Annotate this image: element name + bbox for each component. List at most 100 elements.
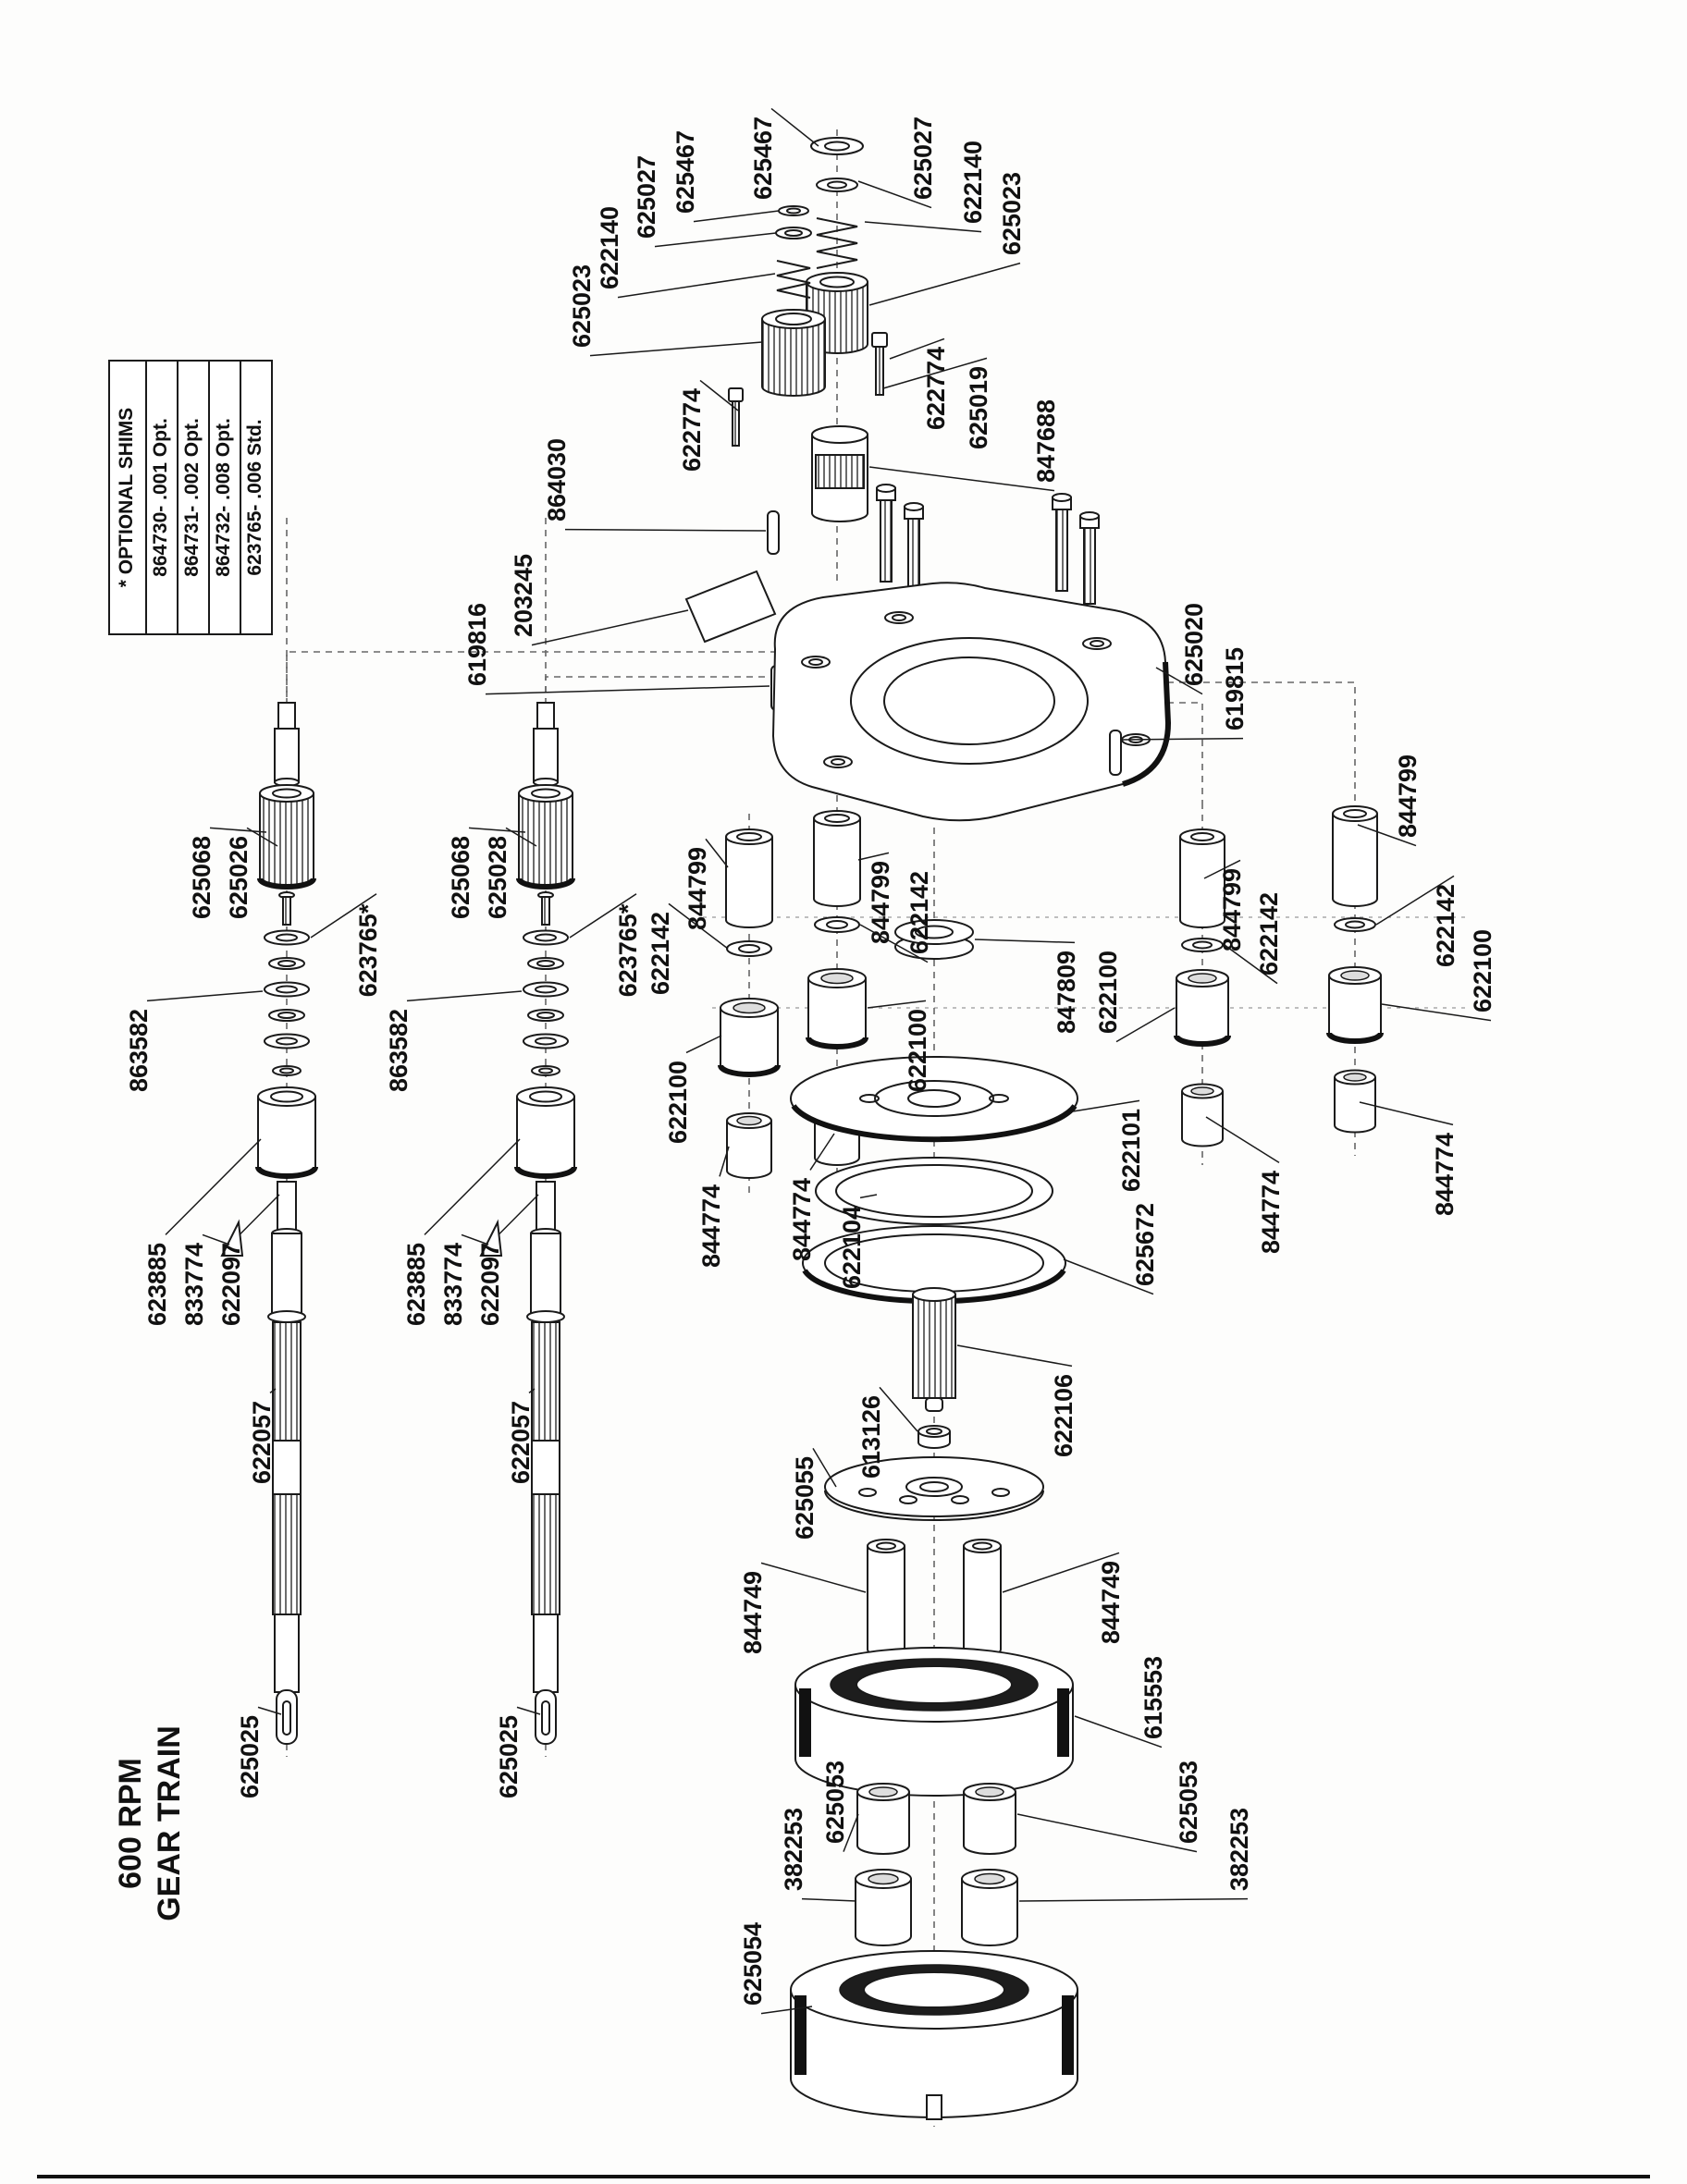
leader-line xyxy=(1122,737,1244,741)
part-pinion-left xyxy=(867,1539,905,1657)
leader-line xyxy=(528,1388,536,1394)
part-label-622142: 622142 xyxy=(1224,892,1283,985)
drawing-title: 600 RPM GEAR TRAIN xyxy=(113,1725,187,1921)
part-label-625467: 625467 xyxy=(749,107,819,200)
right-spacer-column-2 xyxy=(1326,782,1384,1156)
leader-line xyxy=(1074,1715,1163,1748)
part-label-622097: 622097 xyxy=(217,1194,280,1326)
part-number: 622097 xyxy=(476,1243,504,1326)
part-label-625020: 625020 xyxy=(1155,603,1208,695)
part-label-625019: 625019 xyxy=(882,357,992,449)
leader-line xyxy=(857,180,932,209)
part-label-625054: 625054 xyxy=(739,1922,813,2015)
leader-line xyxy=(146,990,264,1002)
part-number: 625467 xyxy=(749,117,777,200)
part-nut-left xyxy=(775,227,812,239)
leader-line xyxy=(209,827,267,833)
leader-line xyxy=(564,528,767,532)
part-number: 625028 xyxy=(484,836,511,919)
part-number: 622100 xyxy=(1469,929,1496,1012)
part-number: 625068 xyxy=(447,836,474,919)
part-number: 625053 xyxy=(1175,1761,1202,1844)
part-label-864030: 864030 xyxy=(543,438,767,532)
leader-line xyxy=(1072,1099,1140,1112)
leader-line xyxy=(165,1138,262,1235)
part-number: 622142 xyxy=(1255,892,1283,975)
part-number: 625467 xyxy=(671,130,699,214)
leader-line xyxy=(809,1133,835,1171)
part-number: 622101 xyxy=(1117,1109,1145,1192)
optional-shims-table: * OPTIONAL SHIMS 864730- .001 Opt. 86473… xyxy=(108,360,273,635)
leader-line xyxy=(1016,1813,1198,1853)
title-line-1: 600 RPM xyxy=(113,1758,148,1889)
part-label-844774: 844774 xyxy=(788,1133,835,1261)
part-label-844799: 844799 xyxy=(857,852,894,944)
leader-line xyxy=(1002,1552,1120,1593)
part-number: 382253 xyxy=(1225,1808,1253,1891)
leader-line xyxy=(859,1194,878,1199)
leader-line xyxy=(859,924,929,963)
part-label-844774: 844774 xyxy=(1205,1116,1285,1254)
part-number: 844774 xyxy=(697,1184,725,1268)
shaft-assembly-a xyxy=(220,518,318,1757)
shaft-assembly-b xyxy=(481,518,574,1757)
part-label-619815: 619815 xyxy=(1122,647,1249,741)
part-number: 625019 xyxy=(965,366,992,449)
part-number: 844799 xyxy=(683,847,711,930)
leader-line xyxy=(1155,667,1203,695)
part-number: 847688 xyxy=(1032,399,1060,483)
leader-line xyxy=(770,107,819,147)
part-pinion-right xyxy=(963,1539,1002,1657)
right-spacer-column-1 xyxy=(1174,803,1231,1165)
part-number: 625023 xyxy=(998,172,1026,255)
leader-line xyxy=(1018,1897,1249,1902)
part-label-622106: 622106 xyxy=(956,1344,1077,1457)
part-washer xyxy=(1334,917,1376,932)
part-label-844799: 844799 xyxy=(1357,755,1422,847)
part-label-623885: 623885 xyxy=(143,1138,262,1326)
shim-table-row: 864731- .002 Opt. xyxy=(181,418,203,577)
part-shim-washer-stack xyxy=(264,929,310,1076)
part-label-622100: 622100 xyxy=(1094,951,1176,1043)
part-label-625028: 625028 xyxy=(484,827,537,919)
part-spacer-center xyxy=(813,810,861,907)
part-number: 623885 xyxy=(143,1243,171,1326)
part-number: 625027 xyxy=(909,117,937,200)
part-number: 844774 xyxy=(788,1178,816,1261)
part-bearing-cup-center xyxy=(806,968,868,1049)
part-label-622104: 622104 xyxy=(838,1194,878,1289)
leader-line xyxy=(668,902,729,950)
leader-line xyxy=(1203,859,1241,879)
leader-line xyxy=(1063,1258,1154,1295)
part-number: 615553 xyxy=(1139,1656,1167,1739)
part-long-shaft xyxy=(267,1181,306,1745)
part-race-br xyxy=(961,1869,1018,1946)
leader-line xyxy=(685,1035,722,1054)
part-number: 625054 xyxy=(739,1922,767,2006)
part-number: 622140 xyxy=(596,206,623,289)
leader-line xyxy=(485,685,770,695)
part-label-623765*: 623765* xyxy=(310,893,382,997)
part-bearing-cup xyxy=(1174,969,1231,1047)
part-number: 625025 xyxy=(236,1715,264,1798)
part-set-screw xyxy=(278,891,295,926)
part-washer-top xyxy=(810,137,864,155)
part-label-619816: 619816 xyxy=(463,603,770,695)
part-number: 203245 xyxy=(510,554,537,637)
part-number: 619815 xyxy=(1221,647,1249,730)
part-splined-shaft xyxy=(912,1287,956,1412)
part-label-622057: 622057 xyxy=(248,1388,277,1484)
leader-line xyxy=(1115,1007,1176,1043)
part-number: 625053 xyxy=(821,1761,849,1844)
part-label-615553: 615553 xyxy=(1074,1656,1167,1748)
leader-line xyxy=(857,852,890,861)
leader-line xyxy=(531,609,689,646)
part-knurled-pinion xyxy=(257,784,316,890)
leader-line xyxy=(569,893,637,939)
part-number: 625068 xyxy=(188,836,215,919)
leader-line xyxy=(699,379,739,411)
shim-table-row: 864732- .008 Opt. xyxy=(213,418,234,577)
part-number: 863582 xyxy=(385,1009,413,1092)
part-number: 844799 xyxy=(1394,755,1422,838)
